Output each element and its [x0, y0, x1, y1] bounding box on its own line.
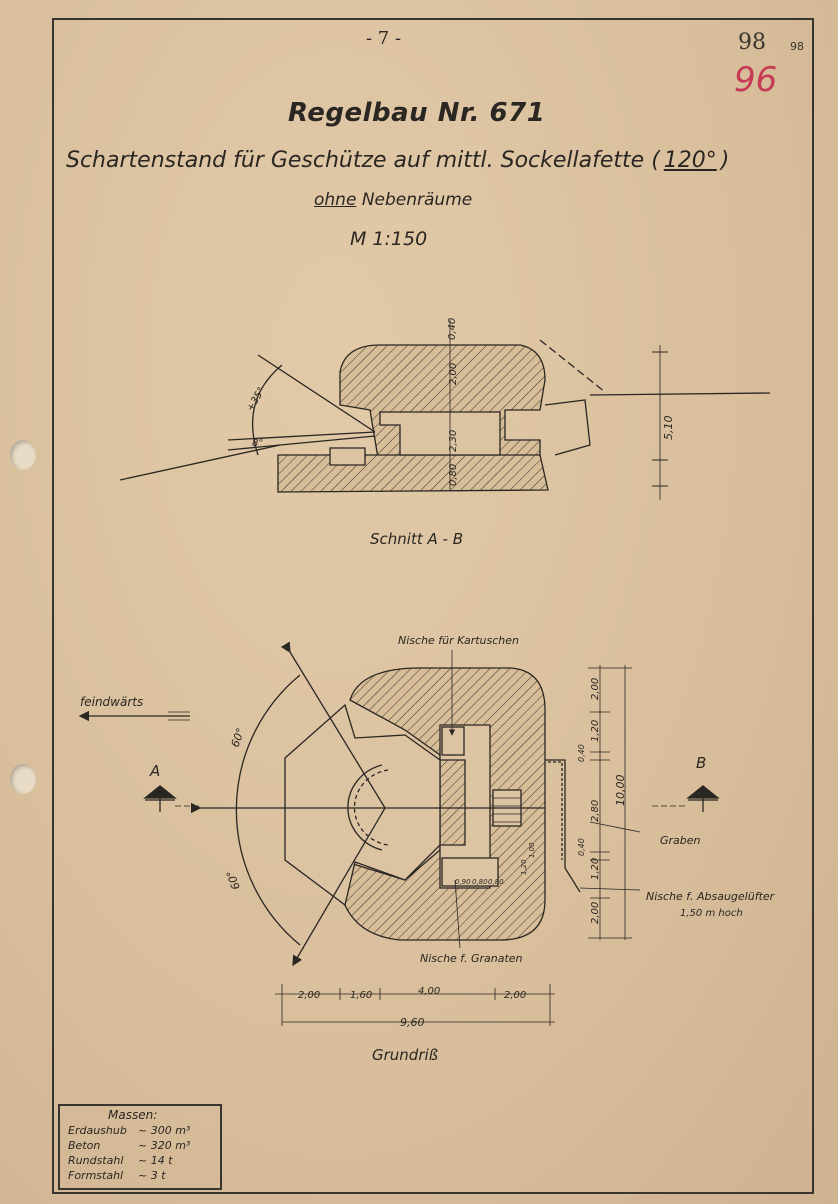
archive-stamp-small: 98 — [790, 40, 804, 53]
mass-value: ~ 3 t — [138, 1169, 166, 1182]
masses-box: Massen: Erdaushub ~ 300 m³ Beton ~ 320 m… — [58, 1104, 222, 1190]
mass-row: Beton ~ 320 m³ — [68, 1139, 218, 1152]
dimension-ticks — [652, 351, 668, 487]
plan-caption: Grundriß — [372, 1046, 438, 1064]
floor-slab-hatched — [277, 454, 549, 493]
marker-a-label: A — [149, 762, 160, 780]
label-graben: Graben — [660, 834, 701, 847]
firing-limit-lower — [292, 807, 386, 967]
marker-b-cross — [688, 786, 718, 812]
drawing-title: Regelbau Nr. 671 — [288, 98, 546, 128]
label-granaten: Nische f. Granaten — [420, 952, 523, 965]
masses-heading: Massen: — [108, 1108, 158, 1122]
section-dim-080: 0,80 — [448, 464, 459, 486]
marker-a-cross — [145, 786, 175, 812]
drawing-subtitle: Schartenstand für Geschütze auf mittl. S… — [66, 148, 729, 173]
handwritten-number: 96 — [734, 60, 778, 100]
earth-cover-dashed — [539, 339, 606, 393]
section-a-b — [119, 320, 771, 500]
mass-value: ~ 300 m³ — [138, 1124, 191, 1137]
niche-shells — [441, 857, 499, 887]
mass-row: Formstahl ~ 3 t — [68, 1169, 218, 1182]
note-ohne: ohne — [314, 190, 357, 210]
plan-dim-r8: 2,00 — [590, 902, 601, 924]
plan-dim-b4: 2,00 — [504, 990, 526, 1001]
plan-dim-r5: 2,80 — [590, 800, 601, 822]
note-nebenraeume: Nebenräume — [361, 190, 473, 210]
section-caption: Schnitt A - B — [370, 530, 463, 548]
section-dim-230: 2,30 — [448, 430, 459, 452]
plan-dim-r7: 1,20 — [590, 858, 601, 880]
mass-label: Beton — [68, 1139, 101, 1152]
punch-hole — [10, 764, 36, 794]
plan-dim-r3: 0,40 — [577, 744, 586, 762]
mass-value: ~ 14 t — [138, 1154, 173, 1167]
plan-dim-b2: 1,60 — [350, 990, 372, 1001]
firing-arc — [235, 674, 301, 946]
label-kartuschen: Nische für Kartuschen — [398, 634, 519, 647]
plan-dim-r2: 1,20 — [590, 720, 601, 742]
plan-dim-r6: 0,40 — [577, 838, 586, 856]
plan-dim-total: 9,60 — [400, 1016, 425, 1029]
trench-wall — [544, 399, 591, 456]
plan-dim-b1: 2,00 — [298, 990, 320, 1001]
elevation-arc — [251, 364, 283, 456]
section-dim-510: 5,10 — [662, 416, 675, 441]
ground-line-right — [589, 392, 771, 396]
subtitle-text: Schartenstand für Geschütze auf mittl. S… — [66, 148, 645, 173]
plan-right-ticks — [588, 667, 632, 939]
plan-inner-dim-1: 0,90 — [455, 878, 471, 886]
plan-inner-dim-3: 0,80 — [488, 878, 504, 886]
interior-room — [379, 411, 501, 456]
angle-bottom: 60° — [224, 869, 243, 892]
plan-dim-r4: 10,00 — [614, 775, 627, 807]
mass-value: ~ 320 m³ — [138, 1139, 191, 1152]
label-absauglufter-height: 1,50 m hoch — [680, 908, 743, 919]
section-dim-040: 0,40 — [447, 318, 458, 340]
label-absauglufter: Nische f. Absaugelüfter — [646, 890, 776, 903]
angle-top: 60° — [229, 726, 248, 749]
leader-granaten — [454, 879, 461, 949]
direction-label: feindwärts — [80, 695, 143, 709]
mass-label: Formstahl — [68, 1169, 124, 1182]
leader-graben — [589, 821, 641, 833]
section-dim-200: 2,00 — [448, 363, 459, 385]
plan-dim-b3: 4,00 — [418, 986, 440, 997]
subtitle-angle: 120° — [663, 148, 717, 173]
leader-absaug — [579, 887, 641, 891]
plan-inner-dim-5: 1,00 — [528, 842, 536, 858]
drawing-note: ohne Nebenräume — [314, 190, 472, 210]
section-angle-35: +35° — [245, 385, 268, 413]
gun-ring-inner — [353, 769, 389, 846]
niche-cartridges — [441, 726, 465, 756]
sight-line-upper — [257, 354, 376, 433]
embrasure-step — [329, 447, 366, 466]
trench-steps — [548, 761, 563, 860]
mass-label: Rundstahl — [68, 1154, 124, 1167]
drawing-frame — [52, 18, 814, 1194]
mass-row: Erdaushub ~ 300 m³ — [68, 1124, 218, 1137]
plan-inner-dim-4: 1,20 — [520, 859, 528, 875]
drawing-scale: M 1:150 — [350, 228, 428, 250]
inner-room — [439, 724, 491, 889]
mass-row: Rundstahl ~ 14 t — [68, 1154, 218, 1167]
sight-line-mid — [227, 431, 376, 441]
punch-hole — [10, 440, 36, 470]
section-angle-8: 8° — [252, 438, 263, 449]
page-number: - 7 - — [366, 28, 402, 49]
sight-line-lower — [227, 435, 376, 451]
firing-limit-upper — [280, 641, 386, 809]
plan-dim-r1: 2,00 — [590, 678, 601, 700]
archive-stamp-number: 98 — [738, 30, 766, 55]
mass-label: Erdaushub — [68, 1124, 127, 1137]
marker-b-label: B — [696, 754, 706, 772]
plan-view — [78, 641, 720, 1026]
subtitle-close-paren: ) — [720, 148, 730, 173]
ground-line-left — [119, 444, 281, 481]
subtitle-open-paren: ( — [651, 148, 660, 173]
trench-line — [545, 759, 581, 893]
plan-inner-dim-2: 0,80 — [472, 878, 488, 886]
